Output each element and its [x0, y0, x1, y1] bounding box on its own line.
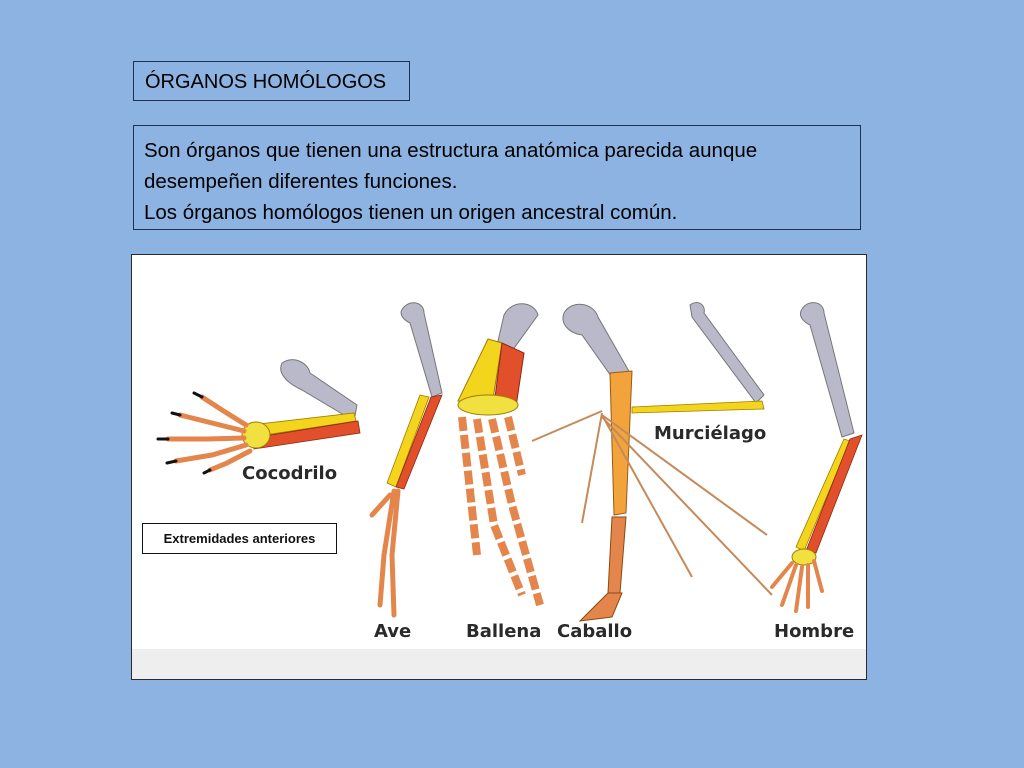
definition-line-1: Son órganos que tienen una estructura an… [144, 139, 758, 162]
definition-box: Son órganos que tienen una estructura an… [133, 125, 861, 230]
bat-limb [531, 302, 773, 596]
human-limb [770, 302, 863, 613]
homologous-limbs-figure: Cocodrilo Ave Ballena Caballo Murciélago… [131, 254, 867, 680]
bat-radius [631, 400, 765, 414]
definition-line-2: desempeñen diferentes funciones. [144, 170, 458, 193]
horse-humerus [562, 303, 631, 384]
human-carpals [791, 548, 817, 566]
slide-title: ÓRGANOS HOMÓLOGOS [133, 61, 410, 101]
whale-digits [458, 416, 544, 607]
human-digits [770, 559, 824, 613]
bird-humerus [400, 302, 443, 398]
crocodile-carpals [241, 421, 271, 449]
bat-humerus [689, 302, 765, 404]
bird-ulna [395, 394, 443, 490]
human-ulna [805, 434, 863, 554]
whale-humerus [497, 303, 539, 352]
human-humerus [799, 302, 855, 438]
whale-carpals [457, 394, 519, 416]
label-cocodrilo: Cocodrilo [242, 463, 337, 484]
bird-limb [369, 302, 443, 618]
bird-digits [369, 488, 401, 618]
figure-caption: Extremidades anteriores [142, 523, 337, 554]
crocodile-claws [156, 391, 212, 475]
limbs-illustration: Cocodrilo Ave Ballena Caballo Murciélago… [132, 302, 866, 679]
crocodile-limb [156, 359, 361, 475]
label-murcielago: Murciélago [654, 423, 766, 444]
bottom-strip [132, 649, 866, 679]
crocodile-humerus [280, 359, 358, 422]
horse-radius [609, 370, 633, 516]
bat-digits [531, 410, 773, 596]
horse-cannon [607, 516, 627, 594]
definition-line-3: Los órganos homólogos tienen un origen a… [144, 201, 678, 224]
crocodile-digits [165, 394, 253, 473]
label-caballo: Caballo [557, 621, 632, 642]
label-ave: Ave [374, 621, 411, 642]
label-hombre: Hombre [774, 621, 854, 642]
horse-hoof [578, 592, 623, 622]
whale-limb [457, 303, 544, 607]
label-ballena: Ballena [466, 621, 541, 642]
horse-limb [562, 303, 633, 622]
